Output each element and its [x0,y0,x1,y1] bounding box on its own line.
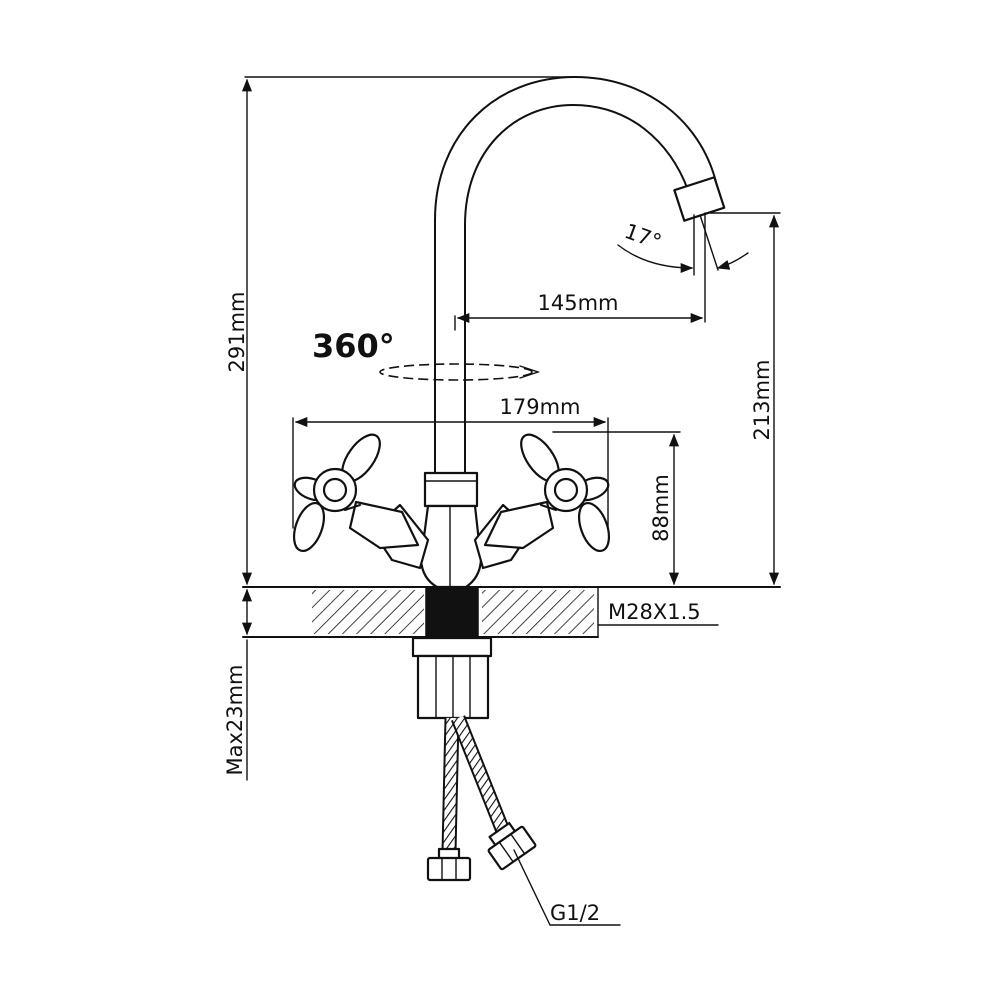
label-handle-height: 88mm [649,474,673,542]
label-hose-connector: G1/2 [550,901,600,925]
countertop-hatch-right [482,590,594,634]
left-valve-handle [292,433,430,570]
mounting-stud [425,587,479,637]
aerator [673,176,726,222]
label-total-height: 291mm [225,292,249,373]
label-handle-span: 179mm [500,395,581,419]
mounting-nut [411,636,493,720]
dimension-handle-height [552,431,681,586]
countertop-hatch-left [312,590,424,634]
label-spout-reach: 145mm [538,291,619,315]
dimension-spout-height [709,212,781,586]
label-max-thickness: Max23mm [223,664,247,775]
label-thread-size: M28X1.5 [608,600,701,624]
countertop [242,586,781,638]
rotation-indicator [379,363,541,381]
right-valve-handle [473,433,611,570]
label-spout-height: 213mm [750,360,774,441]
dimension-total-height [241,76,576,586]
label-rotation: 360° [312,327,395,365]
supply-hoses [426,715,537,882]
spout-collar [423,471,479,508]
leader-thread [597,587,719,637]
faucet-body [419,471,483,589]
hose-fitting-right [487,821,537,871]
label-spout-angle: 17° [621,219,664,254]
spout-angle-indicator [617,214,749,276]
dimension-handle-span [292,416,609,529]
hose-fitting-left [426,847,472,882]
leader-hose-connector [513,849,621,926]
